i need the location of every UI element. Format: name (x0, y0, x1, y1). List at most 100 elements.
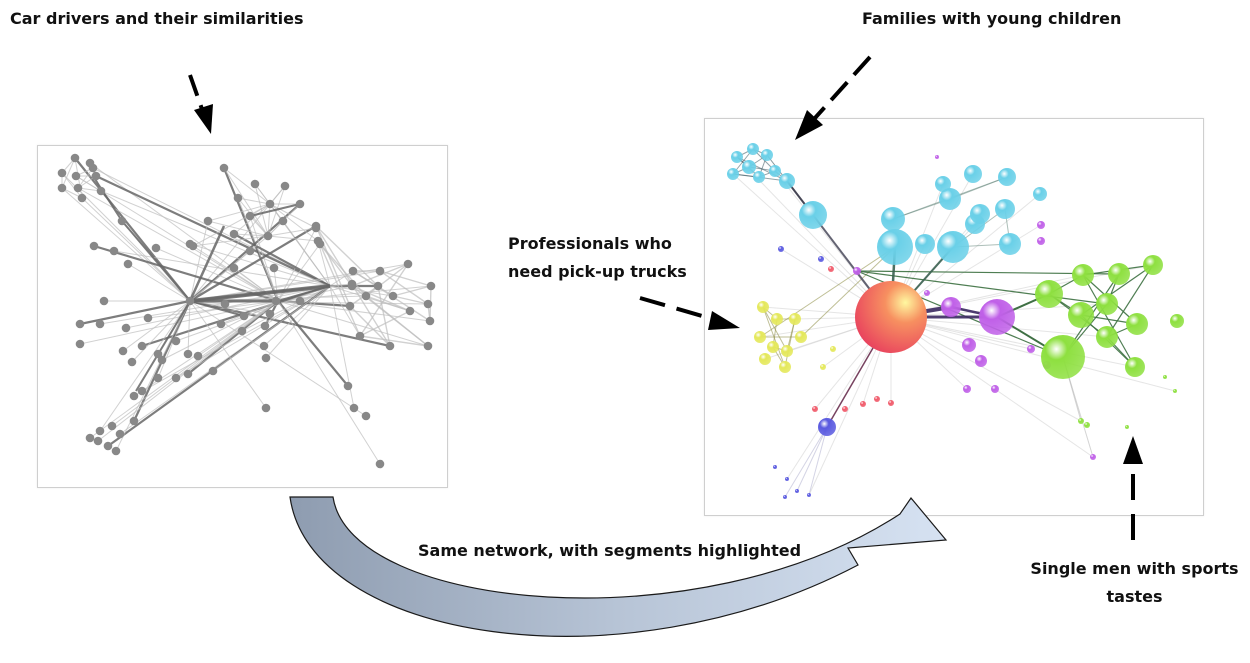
network-node (73, 183, 83, 193)
network-node (991, 385, 999, 393)
plain-network-edges (61, 157, 432, 465)
network-node (963, 385, 971, 393)
network-node (57, 183, 67, 193)
network-node (778, 246, 784, 252)
network-node (143, 313, 153, 323)
network-node (96, 186, 106, 196)
network-node (85, 433, 95, 443)
network-node (375, 459, 385, 469)
network-node (855, 281, 927, 353)
network-node (229, 229, 239, 239)
transition-curved-arrow (289, 496, 948, 637)
network-node (269, 263, 279, 273)
network-node (939, 188, 961, 210)
network-node (877, 229, 913, 265)
network-node (1027, 345, 1035, 353)
label-families: Families with young children (862, 9, 1122, 28)
network-node (941, 297, 961, 317)
network-node (795, 331, 807, 343)
network-node (924, 290, 930, 296)
network-node (71, 171, 81, 181)
network-node (1041, 335, 1085, 379)
network-node (995, 199, 1015, 219)
network-node (185, 239, 195, 249)
network-node (361, 411, 371, 421)
network-node (426, 281, 436, 291)
network-node (95, 319, 105, 329)
network-node (742, 160, 756, 174)
network-node (759, 353, 771, 365)
network-node (129, 416, 139, 426)
network-node (111, 446, 121, 456)
network-node (769, 165, 781, 177)
network-node (239, 311, 249, 321)
network-node (1125, 425, 1129, 429)
network-node (75, 319, 85, 329)
label-same-network: Same network, with segments highlighted (418, 541, 802, 560)
network-node (888, 400, 894, 406)
plain-network-panel (37, 145, 448, 488)
network-node (259, 341, 269, 351)
network-node (311, 221, 321, 231)
network-node (799, 201, 827, 229)
network-node (185, 296, 195, 306)
network-node (260, 321, 270, 331)
network-node (425, 316, 435, 326)
network-node (975, 355, 987, 367)
network-node (88, 163, 98, 173)
network-node (261, 353, 271, 363)
network-node (295, 296, 305, 306)
network-node (767, 341, 779, 353)
network-node (915, 234, 935, 254)
network-node (935, 155, 939, 159)
network-node (727, 168, 739, 180)
network-node (91, 171, 101, 181)
network-node (1033, 187, 1047, 201)
network-node (818, 418, 836, 436)
network-node (151, 243, 161, 253)
network-node (233, 193, 243, 203)
network-node (1163, 375, 1167, 379)
network-node (115, 429, 125, 439)
network-node (349, 403, 359, 413)
network-node (103, 441, 113, 451)
arrow-car-drivers (188, 74, 213, 134)
network-node (263, 231, 273, 241)
network-node (229, 263, 239, 273)
network-node (830, 346, 836, 352)
network-node (999, 233, 1021, 255)
network-node (219, 163, 229, 173)
network-node (109, 246, 119, 256)
network-node (1068, 302, 1094, 328)
network-node (781, 345, 793, 357)
network-node (773, 465, 777, 469)
network-node (118, 346, 128, 356)
network-node (779, 173, 795, 189)
network-node (881, 207, 905, 231)
network-node (343, 381, 353, 391)
network-node (1125, 357, 1145, 377)
network-node (853, 267, 861, 275)
network-node (820, 364, 826, 370)
label-professionals: Professionals who need pick-up trucks (508, 234, 687, 281)
network-node (771, 313, 783, 325)
network-node (747, 143, 759, 155)
network-node (99, 296, 109, 306)
network-node (208, 366, 218, 376)
network-node (860, 401, 866, 407)
label-car-drivers: Car drivers and their similarities (10, 9, 304, 28)
network-node (121, 323, 131, 333)
network-node (203, 216, 213, 226)
network-node (117, 216, 127, 226)
network-node (795, 489, 799, 493)
network-node (157, 355, 167, 365)
network-node (278, 216, 288, 226)
network-node (183, 349, 193, 359)
network-node (171, 373, 181, 383)
network-node (970, 204, 990, 224)
network-node (250, 179, 260, 189)
network-node (423, 299, 433, 309)
network-node (348, 266, 358, 276)
network-node (93, 436, 103, 446)
network-node (874, 396, 880, 402)
